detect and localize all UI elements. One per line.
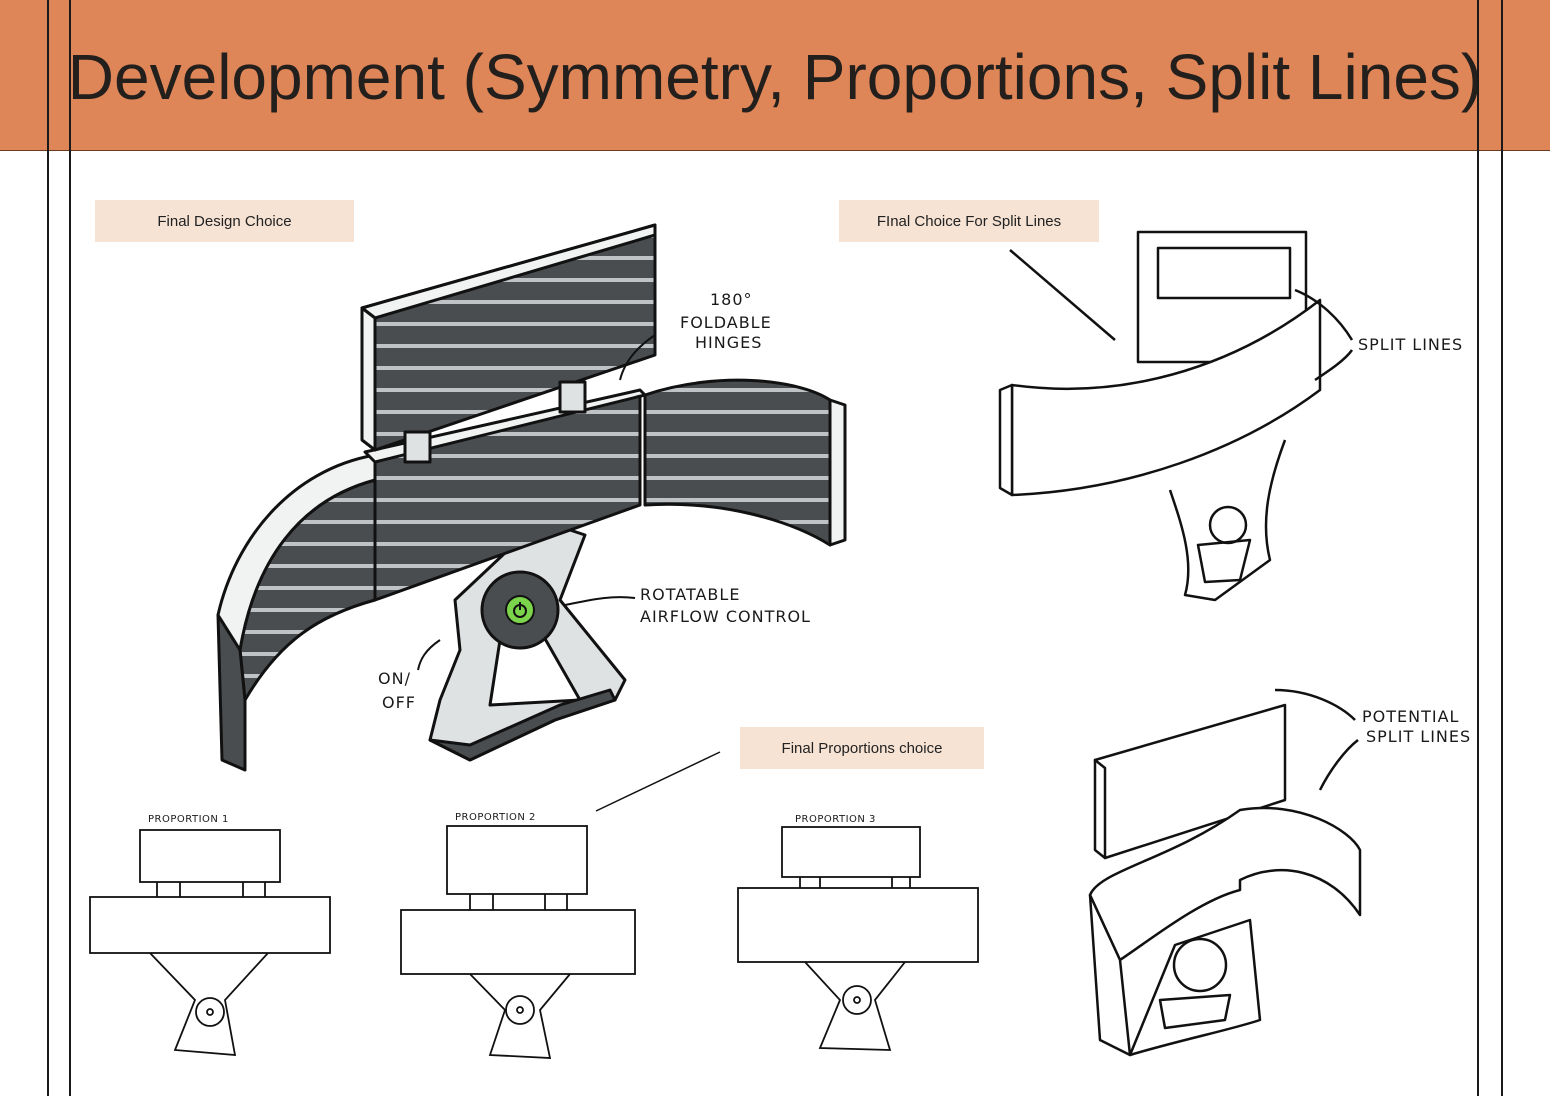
onoff-annotation-1: ON/	[378, 669, 411, 688]
power-icon	[513, 602, 527, 618]
final-design-label: Final Design Choice	[95, 200, 354, 242]
split-lines-choice-label: FInal Choice For Split Lines	[839, 200, 1099, 242]
frame-line-left-outer	[47, 0, 49, 1096]
split-lines-annotation: SPLIT LINES	[1358, 335, 1463, 354]
frame-line-left-inner	[69, 0, 71, 1096]
frame-line-right-inner	[1477, 0, 1479, 1096]
split-lines-sketch	[998, 230, 1354, 602]
potential-split-lines-sketch	[1088, 688, 1362, 1057]
proportion-1-label: PROPORTION 1	[148, 814, 229, 825]
frame-line-right-outer	[1501, 0, 1503, 1096]
proportion-2-sketch	[400, 825, 636, 1059]
proportion-2-label: PROPORTION 2	[455, 812, 536, 823]
proportions-choice-label: Final Proportions choice	[740, 727, 984, 769]
final-design-sketch	[216, 223, 847, 772]
potential-annotation-1: POTENTIAL	[1362, 707, 1459, 726]
rotatable-annotation-1: ROTATABLE	[640, 585, 740, 604]
hinges-annotation-1: 180°	[710, 290, 753, 309]
proportion-3-label: PROPORTION 3	[795, 814, 876, 825]
header-band	[0, 0, 1550, 151]
proportion-1-sketch	[89, 829, 331, 1056]
hinges-annotation-2: FOLDABLE	[680, 313, 772, 332]
page-title: Development (Symmetry, Proportions, Spli…	[67, 41, 1483, 113]
proportions-pointer-line	[595, 751, 721, 812]
potential-annotation-2: SPLIT LINES	[1366, 727, 1471, 746]
hinges-annotation-3: HINGES	[695, 333, 762, 352]
proportion-3-sketch	[737, 826, 979, 1051]
rotatable-annotation-2: AIRFLOW CONTROL	[640, 607, 811, 626]
onoff-annotation-2: OFF	[382, 693, 416, 712]
